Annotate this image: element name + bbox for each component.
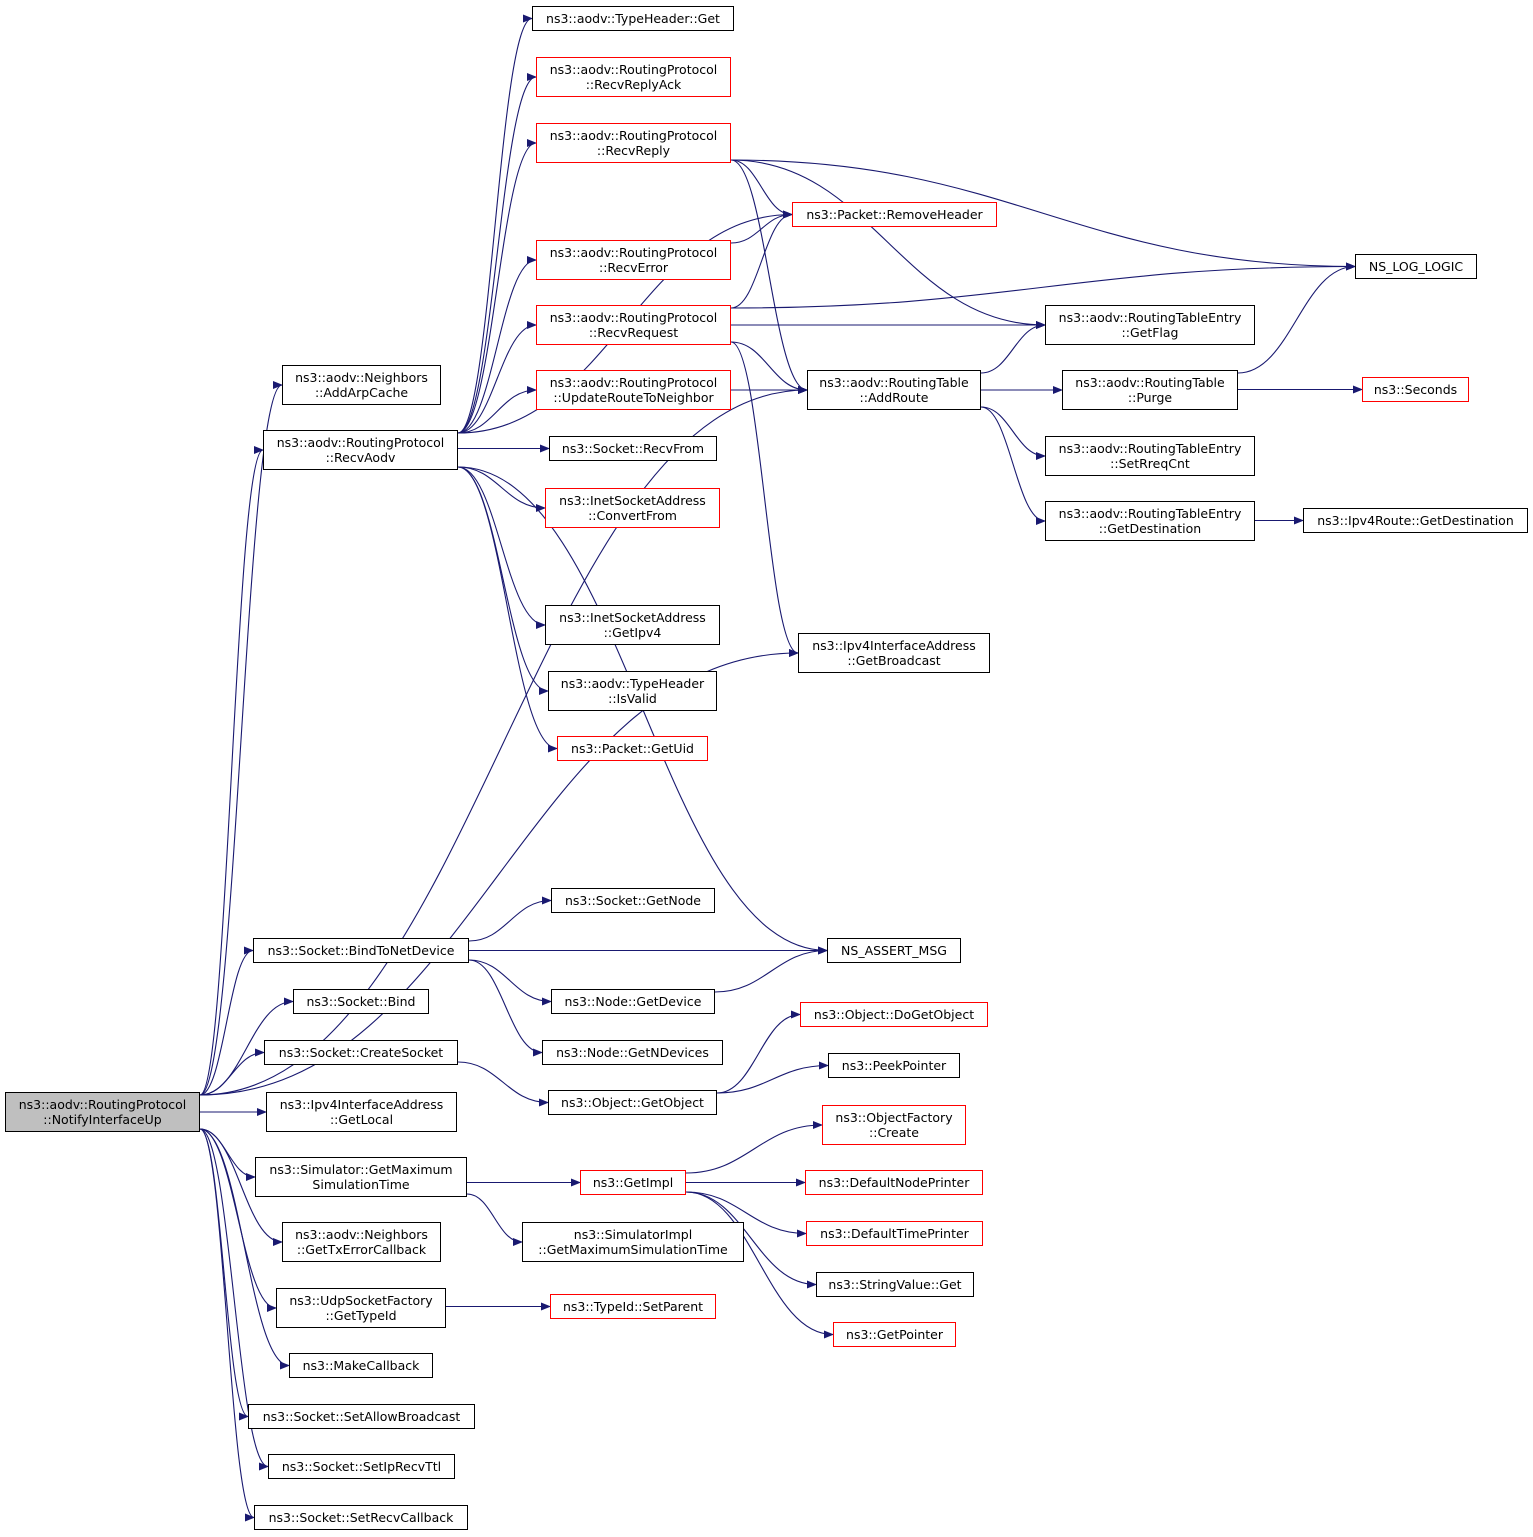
node-getipv4[interactable]: ns3::InetSocketAddress::GetIpv4 <box>545 605 720 645</box>
node-nsloglogic[interactable]: NS_LOG_LOGIC <box>1355 254 1477 279</box>
edge-recvrequest-to-addroute <box>730 341 808 394</box>
edge-addroute-to-getdestination <box>980 406 1046 525</box>
edge-recvaodv-to-convertfrom <box>457 466 546 512</box>
node-getbroadcast[interactable]: ns3::Ipv4InterfaceAddress::GetBroadcast <box>798 633 990 673</box>
node-getobject[interactable]: ns3::Object::GetObject <box>548 1090 717 1115</box>
edge-notify-to-getbroadcast <box>199 649 799 1096</box>
node-getdestination[interactable]: ns3::aodv::RoutingTableEntry::GetDestina… <box>1045 501 1255 541</box>
edge-notify-to-gettxerr <box>199 1128 283 1246</box>
node-nsassert[interactable]: NS_ASSERT_MSG <box>827 938 961 963</box>
node-recvreply[interactable]: ns3::aodv::RoutingProtocol::RecvReply <box>536 123 731 163</box>
node-setrreqcnt[interactable]: ns3::aodv::RoutingTableEntry::SetRreqCnt <box>1045 436 1255 476</box>
node-createsocket[interactable]: ns3::Socket::CreateSocket <box>264 1040 458 1065</box>
node-purge[interactable]: ns3::aodv::RoutingTable::Purge <box>1062 370 1238 410</box>
edge-notify-to-simmaxtime <box>199 1128 256 1181</box>
edge-getimpl-to-deftimeprinter <box>685 1191 807 1238</box>
node-recvrequest[interactable]: ns3::aodv::RoutingProtocol::RecvRequest <box>536 305 731 345</box>
node-setallowbroadcast[interactable]: ns3::Socket::SetAllowBroadcast <box>248 1404 475 1429</box>
edge-recvreply-to-nsloglogic <box>730 159 1356 271</box>
node-udpgettypeid[interactable]: ns3::UdpSocketFactory::GetTypeId <box>276 1288 446 1328</box>
node-getimpl[interactable]: ns3::GetImpl <box>580 1170 686 1195</box>
edge-notify-to-makecallback <box>199 1128 290 1370</box>
node-removeheader[interactable]: ns3::Packet::RemoveHeader <box>792 202 997 227</box>
node-simimplmax[interactable]: ns3::SimulatorImpl::GetMaximumSimulation… <box>522 1222 744 1262</box>
node-bind[interactable]: ns3::Socket::Bind <box>293 989 429 1014</box>
node-seconds[interactable]: ns3::Seconds <box>1362 377 1469 402</box>
edge-addroute-to-setrreqcnt <box>980 406 1046 460</box>
node-setiprecvttl[interactable]: ns3::Socket::SetIpRecvTtl <box>268 1454 455 1479</box>
node-notify: ns3::aodv::RoutingProtocol::NotifyInterf… <box>5 1092 200 1132</box>
node-addroute[interactable]: ns3::aodv::RoutingTable::AddRoute <box>807 370 981 410</box>
edge-recvaodv-to-updateroute <box>457 386 537 434</box>
node-getndevices[interactable]: ns3::Node::GetNDevices <box>542 1040 723 1065</box>
edge-recvaodv-to-recvreplyack <box>457 73 537 434</box>
edge-bindtonet-to-sockgetnode <box>468 896 552 942</box>
edge-recvrequest-to-removeheader <box>730 210 793 309</box>
edge-purge-to-nsloglogic <box>1237 262 1356 374</box>
edge-recvrequest-to-nsloglogic <box>730 262 1356 309</box>
node-recvfrom[interactable]: ns3::Socket::RecvFrom <box>549 436 717 461</box>
node-dogetobject[interactable]: ns3::Object::DoGetObject <box>800 1002 988 1027</box>
node-objfactorycreate[interactable]: ns3::ObjectFactory::Create <box>822 1105 966 1145</box>
node-addarp[interactable]: ns3::aodv::Neighbors::AddArpCache <box>282 365 441 405</box>
edge-recvaodv-to-isvalid <box>457 466 549 695</box>
node-peekpointer[interactable]: ns3::PeekPointer <box>828 1053 960 1078</box>
node-makecallback[interactable]: ns3::MakeCallback <box>289 1353 433 1378</box>
edge-recvaodv-to-recvreply <box>457 139 537 434</box>
edge-recvreply-to-addroute <box>730 159 808 394</box>
edge-notify-to-setiprecvttl <box>199 1128 269 1471</box>
node-updateroute[interactable]: ns3::aodv::RoutingProtocol::UpdateRouteT… <box>536 370 731 410</box>
node-setparent[interactable]: ns3::TypeId::SetParent <box>550 1294 716 1319</box>
edge-getimpl-to-objfactorycreate <box>685 1121 823 1174</box>
edge-bindtonet-to-getndevices <box>468 959 543 1057</box>
node-deftimeprinter[interactable]: ns3::DefaultTimePrinter <box>806 1221 983 1246</box>
node-getlocal[interactable]: ns3::Ipv4InterfaceAddress::GetLocal <box>266 1092 457 1132</box>
edge-getimpl-to-getpointer <box>685 1191 834 1339</box>
node-ipv4getdest[interactable]: ns3::Ipv4Route::GetDestination <box>1303 508 1528 533</box>
node-typeget[interactable]: ns3::aodv::TypeHeader::Get <box>532 6 734 31</box>
node-recvreplyack[interactable]: ns3::aodv::RoutingProtocol::RecvReplyAck <box>536 57 731 97</box>
edge-getobject-to-dogetobject <box>716 1010 801 1094</box>
edge-notify-to-recvaodv <box>199 446 264 1096</box>
edge-recvreply-to-getflag <box>730 159 1046 329</box>
edge-getobject-to-peekpointer <box>716 1061 829 1094</box>
edge-notify-to-addarp <box>199 381 283 1096</box>
edge-notify-to-setallowbroadcast <box>199 1128 249 1421</box>
node-getuid[interactable]: ns3::Packet::GetUid <box>557 736 708 761</box>
node-defnodeprinter[interactable]: ns3::DefaultNodePrinter <box>805 1170 983 1195</box>
node-convertfrom[interactable]: ns3::InetSocketAddress::ConvertFrom <box>545 488 720 528</box>
edge-recvrequest-to-getbroadcast <box>730 341 799 657</box>
edge-recvaodv-to-typeget <box>457 14 533 434</box>
edge-bindtonet-to-nodegetdevice <box>468 959 552 1006</box>
node-sockgetnode[interactable]: ns3::Socket::GetNode <box>551 888 715 913</box>
node-recvaodv[interactable]: ns3::aodv::RoutingProtocol::RecvAodv <box>263 430 458 470</box>
node-recverror[interactable]: ns3::aodv::RoutingProtocol::RecvError <box>536 240 731 280</box>
edge-recvaodv-to-recvrequest <box>457 321 537 434</box>
edge-simmaxtime-to-simimplmax <box>466 1193 523 1246</box>
edge-getimpl-to-stringvalueget <box>685 1191 817 1289</box>
node-bindtonet[interactable]: ns3::Socket::BindToNetDevice <box>253 938 469 963</box>
node-gettxerr[interactable]: ns3::aodv::Neighbors::GetTxErrorCallback <box>282 1222 441 1262</box>
edge-recvaodv-to-recverror <box>457 256 537 434</box>
node-isvalid[interactable]: ns3::aodv::TypeHeader::IsValid <box>548 671 717 711</box>
edge-recvaodv-to-getuid <box>457 466 558 753</box>
edge-notify-to-setrecvcallback <box>199 1128 255 1522</box>
edge-notify-to-bindtonet <box>199 946 254 1096</box>
edge-notify-to-createsocket <box>199 1048 265 1096</box>
node-nodegetdevice[interactable]: ns3::Node::GetDevice <box>551 989 715 1014</box>
edge-nodegetdevice-to-nsassert <box>714 946 828 993</box>
node-setrecvcallback[interactable]: ns3::Socket::SetRecvCallback <box>254 1505 468 1530</box>
node-getflag[interactable]: ns3::aodv::RoutingTableEntry::GetFlag <box>1045 305 1255 345</box>
edge-recvaodv-to-getipv4 <box>457 466 546 629</box>
edge-addroute-to-getflag <box>980 321 1046 374</box>
node-getpointer[interactable]: ns3::GetPointer <box>833 1322 956 1347</box>
edge-createsocket-to-getobject <box>457 1061 549 1107</box>
node-stringvalueget[interactable]: ns3::StringValue::Get <box>816 1272 974 1297</box>
